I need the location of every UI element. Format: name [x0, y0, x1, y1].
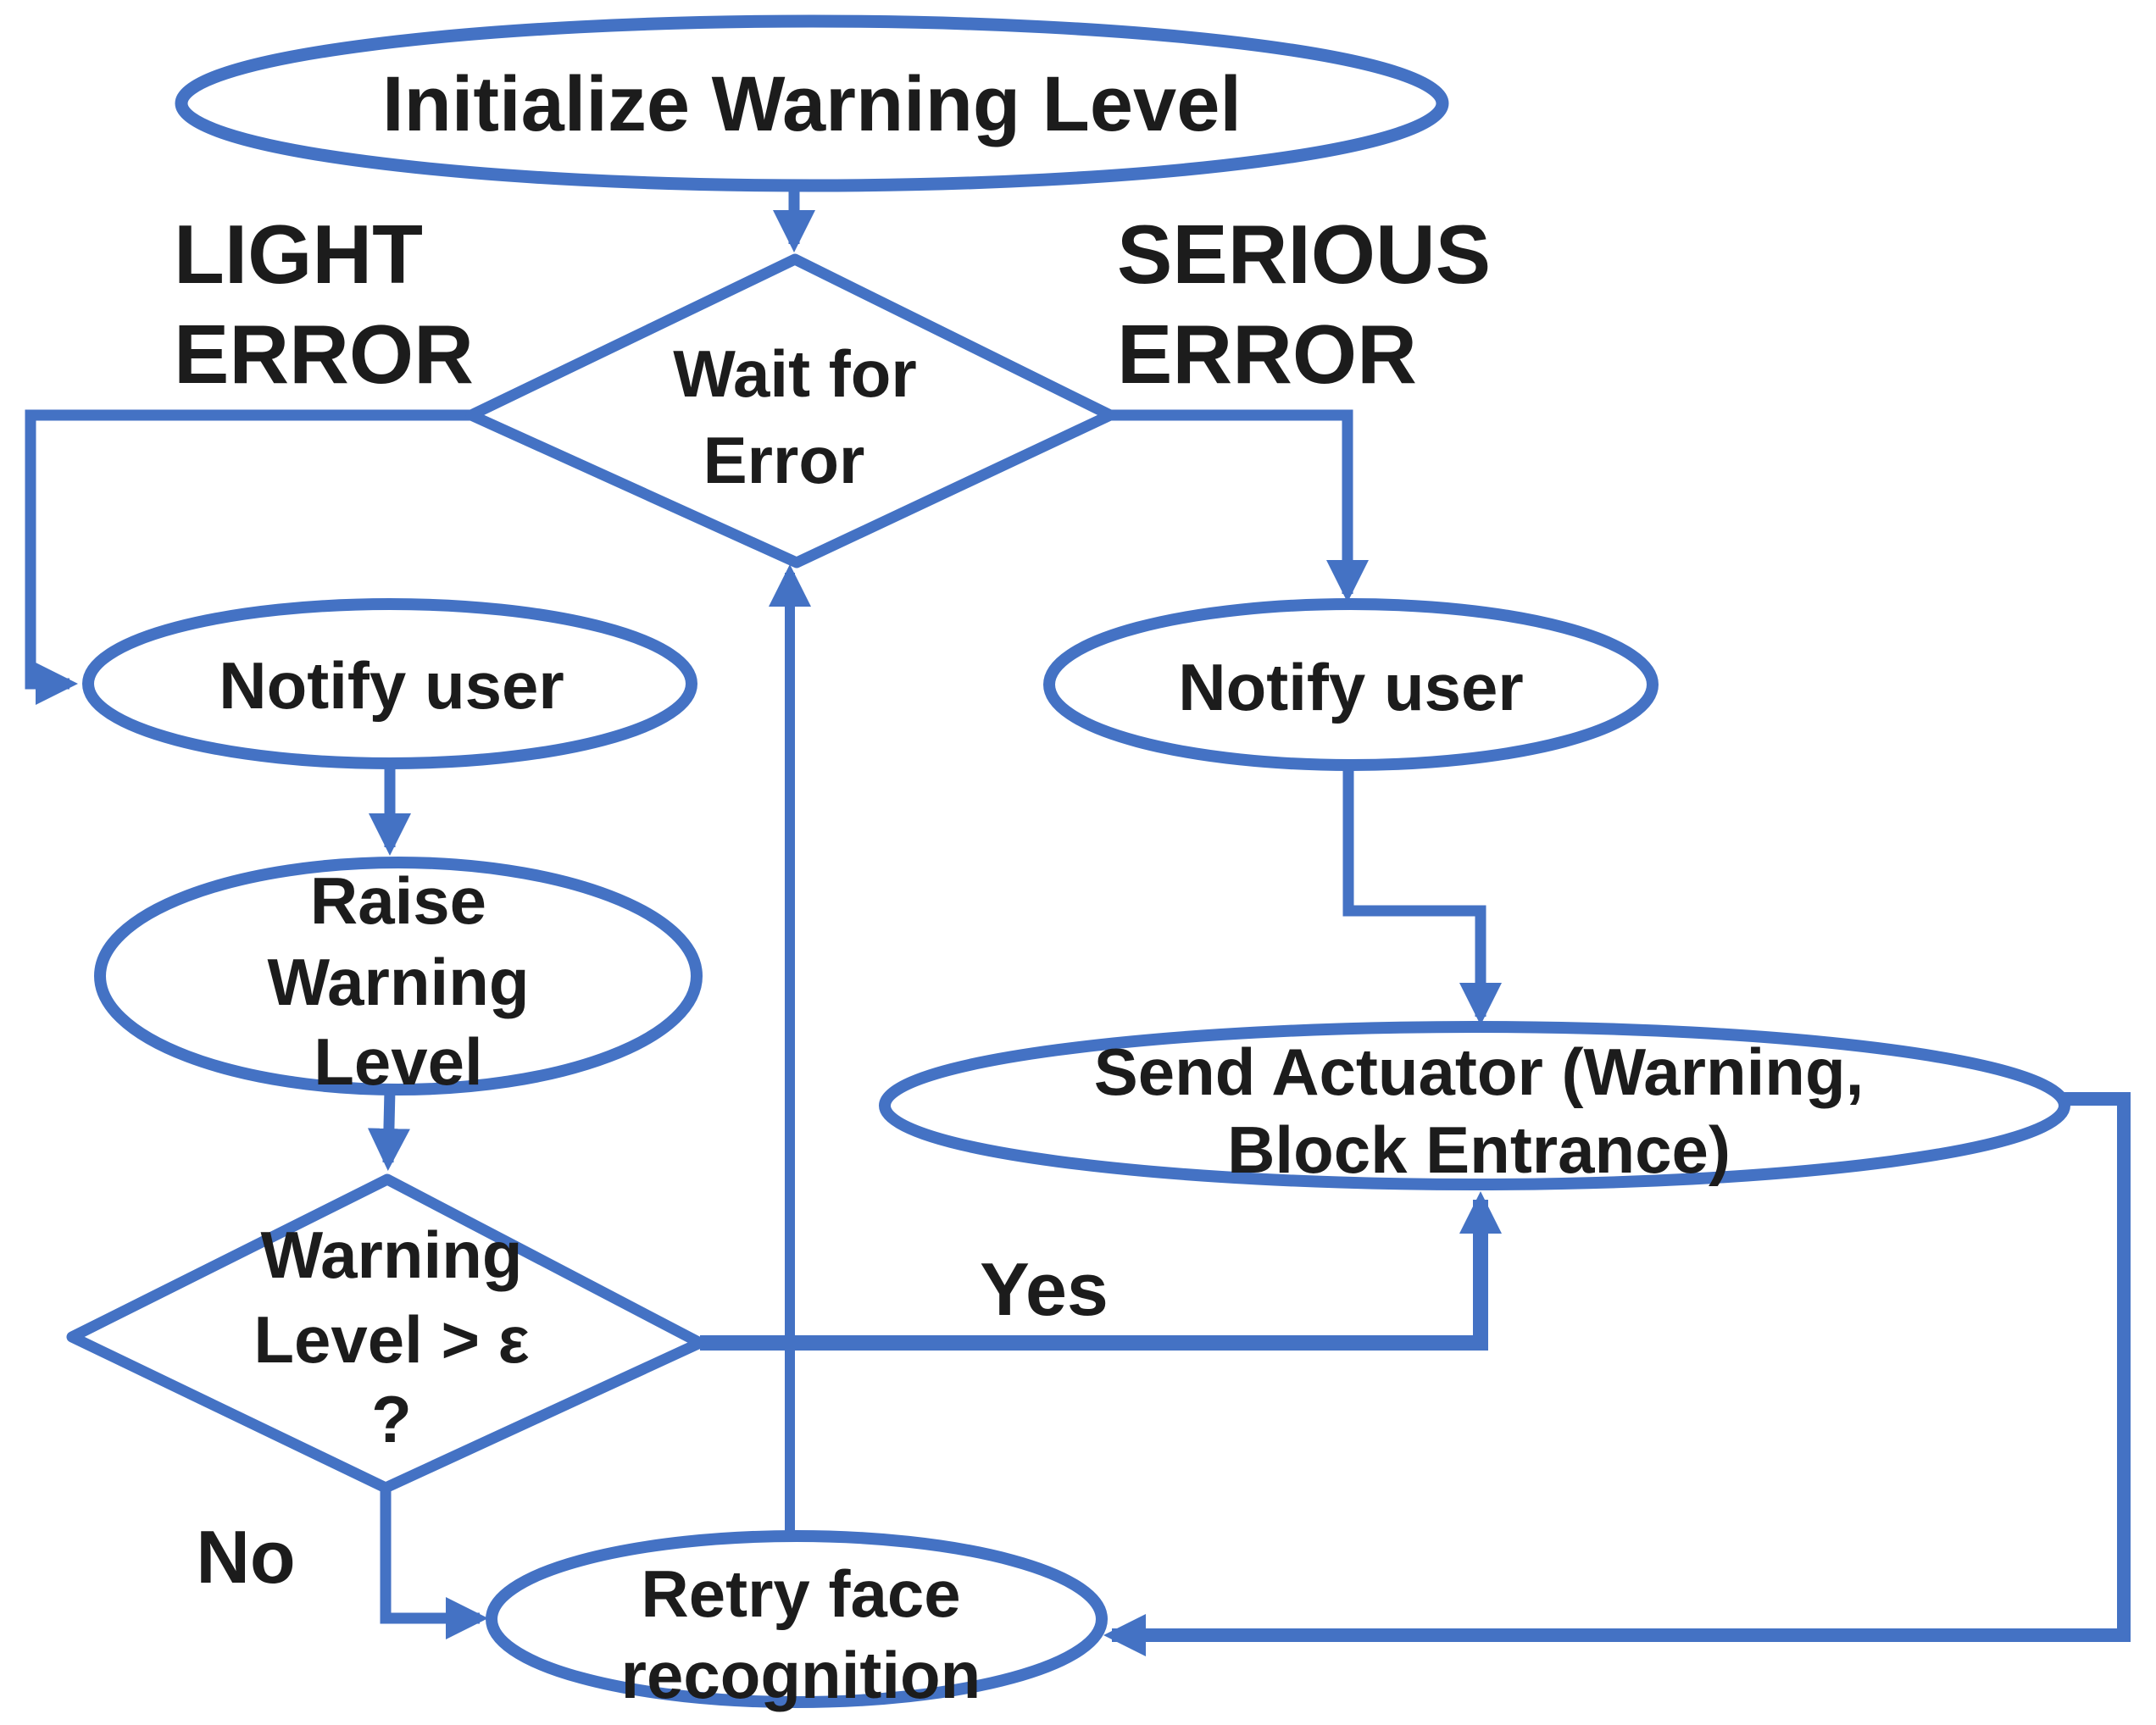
edge-warn-check-yes-to-actuator — [700, 1191, 1502, 1351]
node-actuator-ellipse — [879, 1021, 2070, 1190]
edge-wait-to-notify-left — [25, 409, 471, 705]
node-notify-left-ellipse — [82, 598, 697, 769]
node-wait-line2: Error — [703, 423, 865, 497]
node-notify-left-label: Notify user — [219, 648, 564, 723]
node-retry-line2: recognition — [621, 1638, 981, 1712]
label-light-error-line2: ERROR — [174, 308, 474, 401]
node-warn-check-line1: Warning — [260, 1217, 522, 1292]
edge-wait-to-notify-right — [1110, 409, 1369, 602]
label-serious-error-line1: SERIOUS — [1117, 208, 1491, 301]
node-raise-line3: Level — [314, 1024, 482, 1099]
node-actuator-line2: Block Entrance) — [1227, 1112, 1731, 1187]
edge-warn-check-no-to-retry — [380, 1488, 488, 1639]
node-retry-line1: Retry face — [641, 1556, 960, 1631]
node-wait-line1: Wait for — [673, 336, 916, 411]
node-initialize-label: Initialize Warning Level — [382, 61, 1242, 147]
node-retry-ellipse — [486, 1530, 1108, 1708]
label-serious-error-line2: ERROR — [1117, 308, 1417, 401]
node-actuator-line1: Send Actuator (Warning, — [1094, 1034, 1864, 1109]
label-light-error-line1: LIGHT — [174, 208, 423, 301]
label-no: No — [196, 1515, 295, 1599]
node-warn-check-line3: ? — [371, 1382, 412, 1456]
node-notify-right-ellipse — [1043, 598, 1659, 771]
node-notify-right-label: Notify user — [1178, 650, 1523, 724]
edge-raise-to-warn-check — [367, 1089, 410, 1171]
edge-actuator-to-retry — [1103, 1092, 2131, 1656]
node-wait-diamond — [465, 253, 1116, 569]
node-raise-line2: Warning — [267, 945, 529, 1019]
node-raise-line1: Raise — [310, 863, 486, 938]
node-raise-ellipse — [94, 857, 703, 1095]
label-yes: Yes — [980, 1247, 1109, 1331]
edge-notify-right-to-actuator — [1342, 765, 1502, 1025]
node-initialize-ellipse — [175, 14, 1449, 192]
node-warn-check-diamond — [66, 1173, 706, 1494]
node-warn-check-line2: Level > ε — [253, 1302, 529, 1377]
